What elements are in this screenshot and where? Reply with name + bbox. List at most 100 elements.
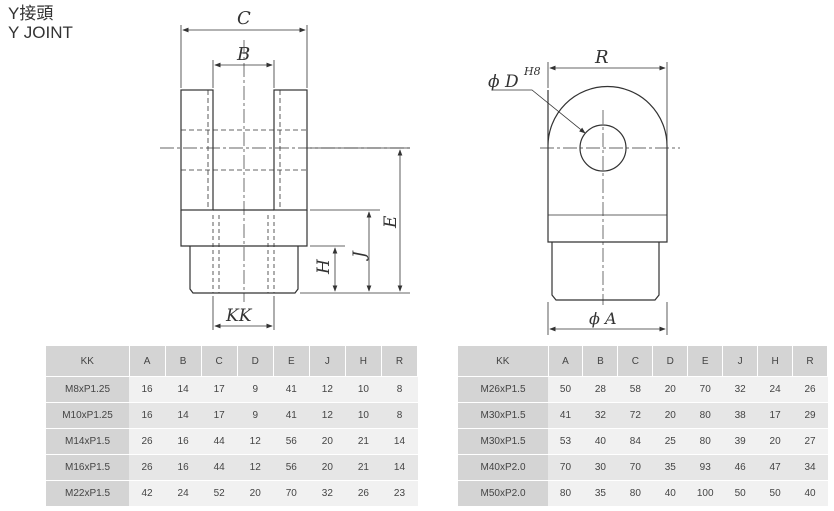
dim-label-a: ϕ A (589, 309, 617, 328)
table-cell: 24 (757, 376, 793, 403)
table-cell: 41 (273, 402, 310, 429)
table-cell: 20 (309, 454, 346, 481)
table-cell: 28 (582, 376, 618, 403)
table-cell: 32 (722, 376, 758, 403)
table-cell: 84 (617, 428, 653, 455)
technical-drawing: C B KK E J H R ϕ D H8 ϕ A (160, 8, 680, 335)
col-header: R (792, 346, 828, 377)
table-cell: 32 (582, 402, 618, 429)
table-cell: 80 (687, 428, 723, 455)
table-cell: 35 (652, 454, 688, 481)
table-row: M30xP1.5 41 32 72 20 80 38 17 29 (458, 402, 828, 429)
col-header: B (165, 346, 202, 377)
table-cell: 70 (617, 454, 653, 481)
table-cell: 16 (165, 454, 202, 481)
table-cell: 44 (201, 428, 238, 455)
table-header-row: KK A B C D E J H R (458, 346, 828, 377)
table-cell: 44 (201, 454, 238, 481)
table-cell: 16 (129, 402, 166, 429)
table-cell: M22xP1.5 (46, 480, 129, 507)
dim-label-d: ϕ D (488, 72, 519, 92)
table-cell: M26xP1.5 (458, 376, 548, 403)
table-row: M30xP1.5 53 40 84 25 80 39 20 27 (458, 428, 828, 455)
table-cell: 12 (237, 454, 274, 481)
table-cell: 26 (792, 376, 828, 403)
dim-label-j: J (350, 250, 370, 261)
table-cell: 40 (652, 480, 688, 507)
col-header: KK (458, 346, 549, 377)
table-cell: 41 (548, 402, 583, 429)
table-cell: M50xP2.0 (458, 480, 548, 507)
table-cell: 70 (687, 376, 723, 403)
table-row: M26xP1.5 50 28 58 20 70 32 24 26 (458, 376, 828, 403)
table-row: M22xP1.5 42 24 52 20 70 32 26 23 (46, 480, 418, 507)
table-cell: 16 (129, 376, 166, 403)
col-header: C (617, 346, 654, 377)
head-outline (547, 85, 668, 243)
side-neck-outline (551, 242, 660, 301)
table-cell: 53 (548, 428, 583, 455)
front-view (160, 40, 410, 302)
table-cell: M30xP1.5 (458, 428, 548, 455)
table-cell: 50 (757, 480, 793, 507)
table-cell: 32 (309, 480, 346, 507)
dim-label-c: C (237, 8, 251, 29)
left-prong (180, 89, 214, 211)
dim-label-b: B (236, 44, 250, 65)
col-header: J (722, 346, 759, 377)
table-cell: 26 (345, 480, 382, 507)
table-cell: 14 (381, 454, 418, 481)
table-cell: 21 (345, 454, 382, 481)
col-header: E (687, 346, 724, 377)
table-cell: 21 (345, 428, 382, 455)
table-cell: 17 (757, 402, 793, 429)
table-cell: 70 (273, 480, 310, 507)
dim-label-r: R (594, 47, 609, 68)
right-prong (273, 89, 308, 211)
table-cell: 40 (792, 480, 828, 507)
table-cell: 34 (792, 454, 828, 481)
table-cell: M14xP1.5 (46, 428, 129, 455)
table-cell: 20 (237, 480, 274, 507)
col-header: E (273, 346, 310, 377)
table-cell: 52 (201, 480, 238, 507)
table-cell: M8xP1.25 (46, 376, 129, 403)
front-dimensions (180, 25, 410, 330)
table-cell: 23 (381, 480, 418, 507)
table-cell: 58 (617, 376, 653, 403)
col-header: H (345, 346, 382, 377)
spec-table-left: KK A B C D E J H R M8xP1.25 16 14 17 9 4… (46, 346, 419, 507)
table-cell: 14 (381, 428, 418, 455)
title-english: Y JOINT (8, 23, 73, 42)
table-cell: 16 (165, 428, 202, 455)
table-cell: 10 (345, 376, 382, 403)
table-cell: 70 (548, 454, 583, 481)
side-dimensions (492, 62, 668, 335)
table-cell: 17 (201, 402, 238, 429)
col-header: H (757, 346, 794, 377)
table-cell: 8 (381, 402, 418, 429)
col-header: R (381, 346, 419, 377)
side-view (540, 85, 680, 305)
table-cell: 20 (757, 428, 793, 455)
table-row: M14xP1.5 26 16 44 12 56 20 21 14 (46, 428, 418, 455)
table-cell: 20 (652, 402, 688, 429)
table-cell: 26 (129, 428, 166, 455)
body-outline (180, 210, 308, 247)
table-cell: 80 (617, 480, 653, 507)
title-block: Y接頭 Y JOINT (8, 4, 73, 42)
table-cell: 27 (792, 428, 828, 455)
table-cell: 56 (273, 428, 310, 455)
table-cell: 14 (165, 402, 202, 429)
col-header: D (652, 346, 689, 377)
table-cell: 26 (129, 454, 166, 481)
table-cell: 12 (309, 376, 346, 403)
table-cell: 30 (582, 454, 618, 481)
table-cell: 25 (652, 428, 688, 455)
table-cell: 9 (237, 402, 274, 429)
col-header: A (129, 346, 166, 377)
col-header: J (309, 346, 346, 377)
title-chinese: Y接頭 (8, 4, 54, 23)
table-cell: 24 (165, 480, 202, 507)
table-cell: M30xP1.5 (458, 402, 548, 429)
